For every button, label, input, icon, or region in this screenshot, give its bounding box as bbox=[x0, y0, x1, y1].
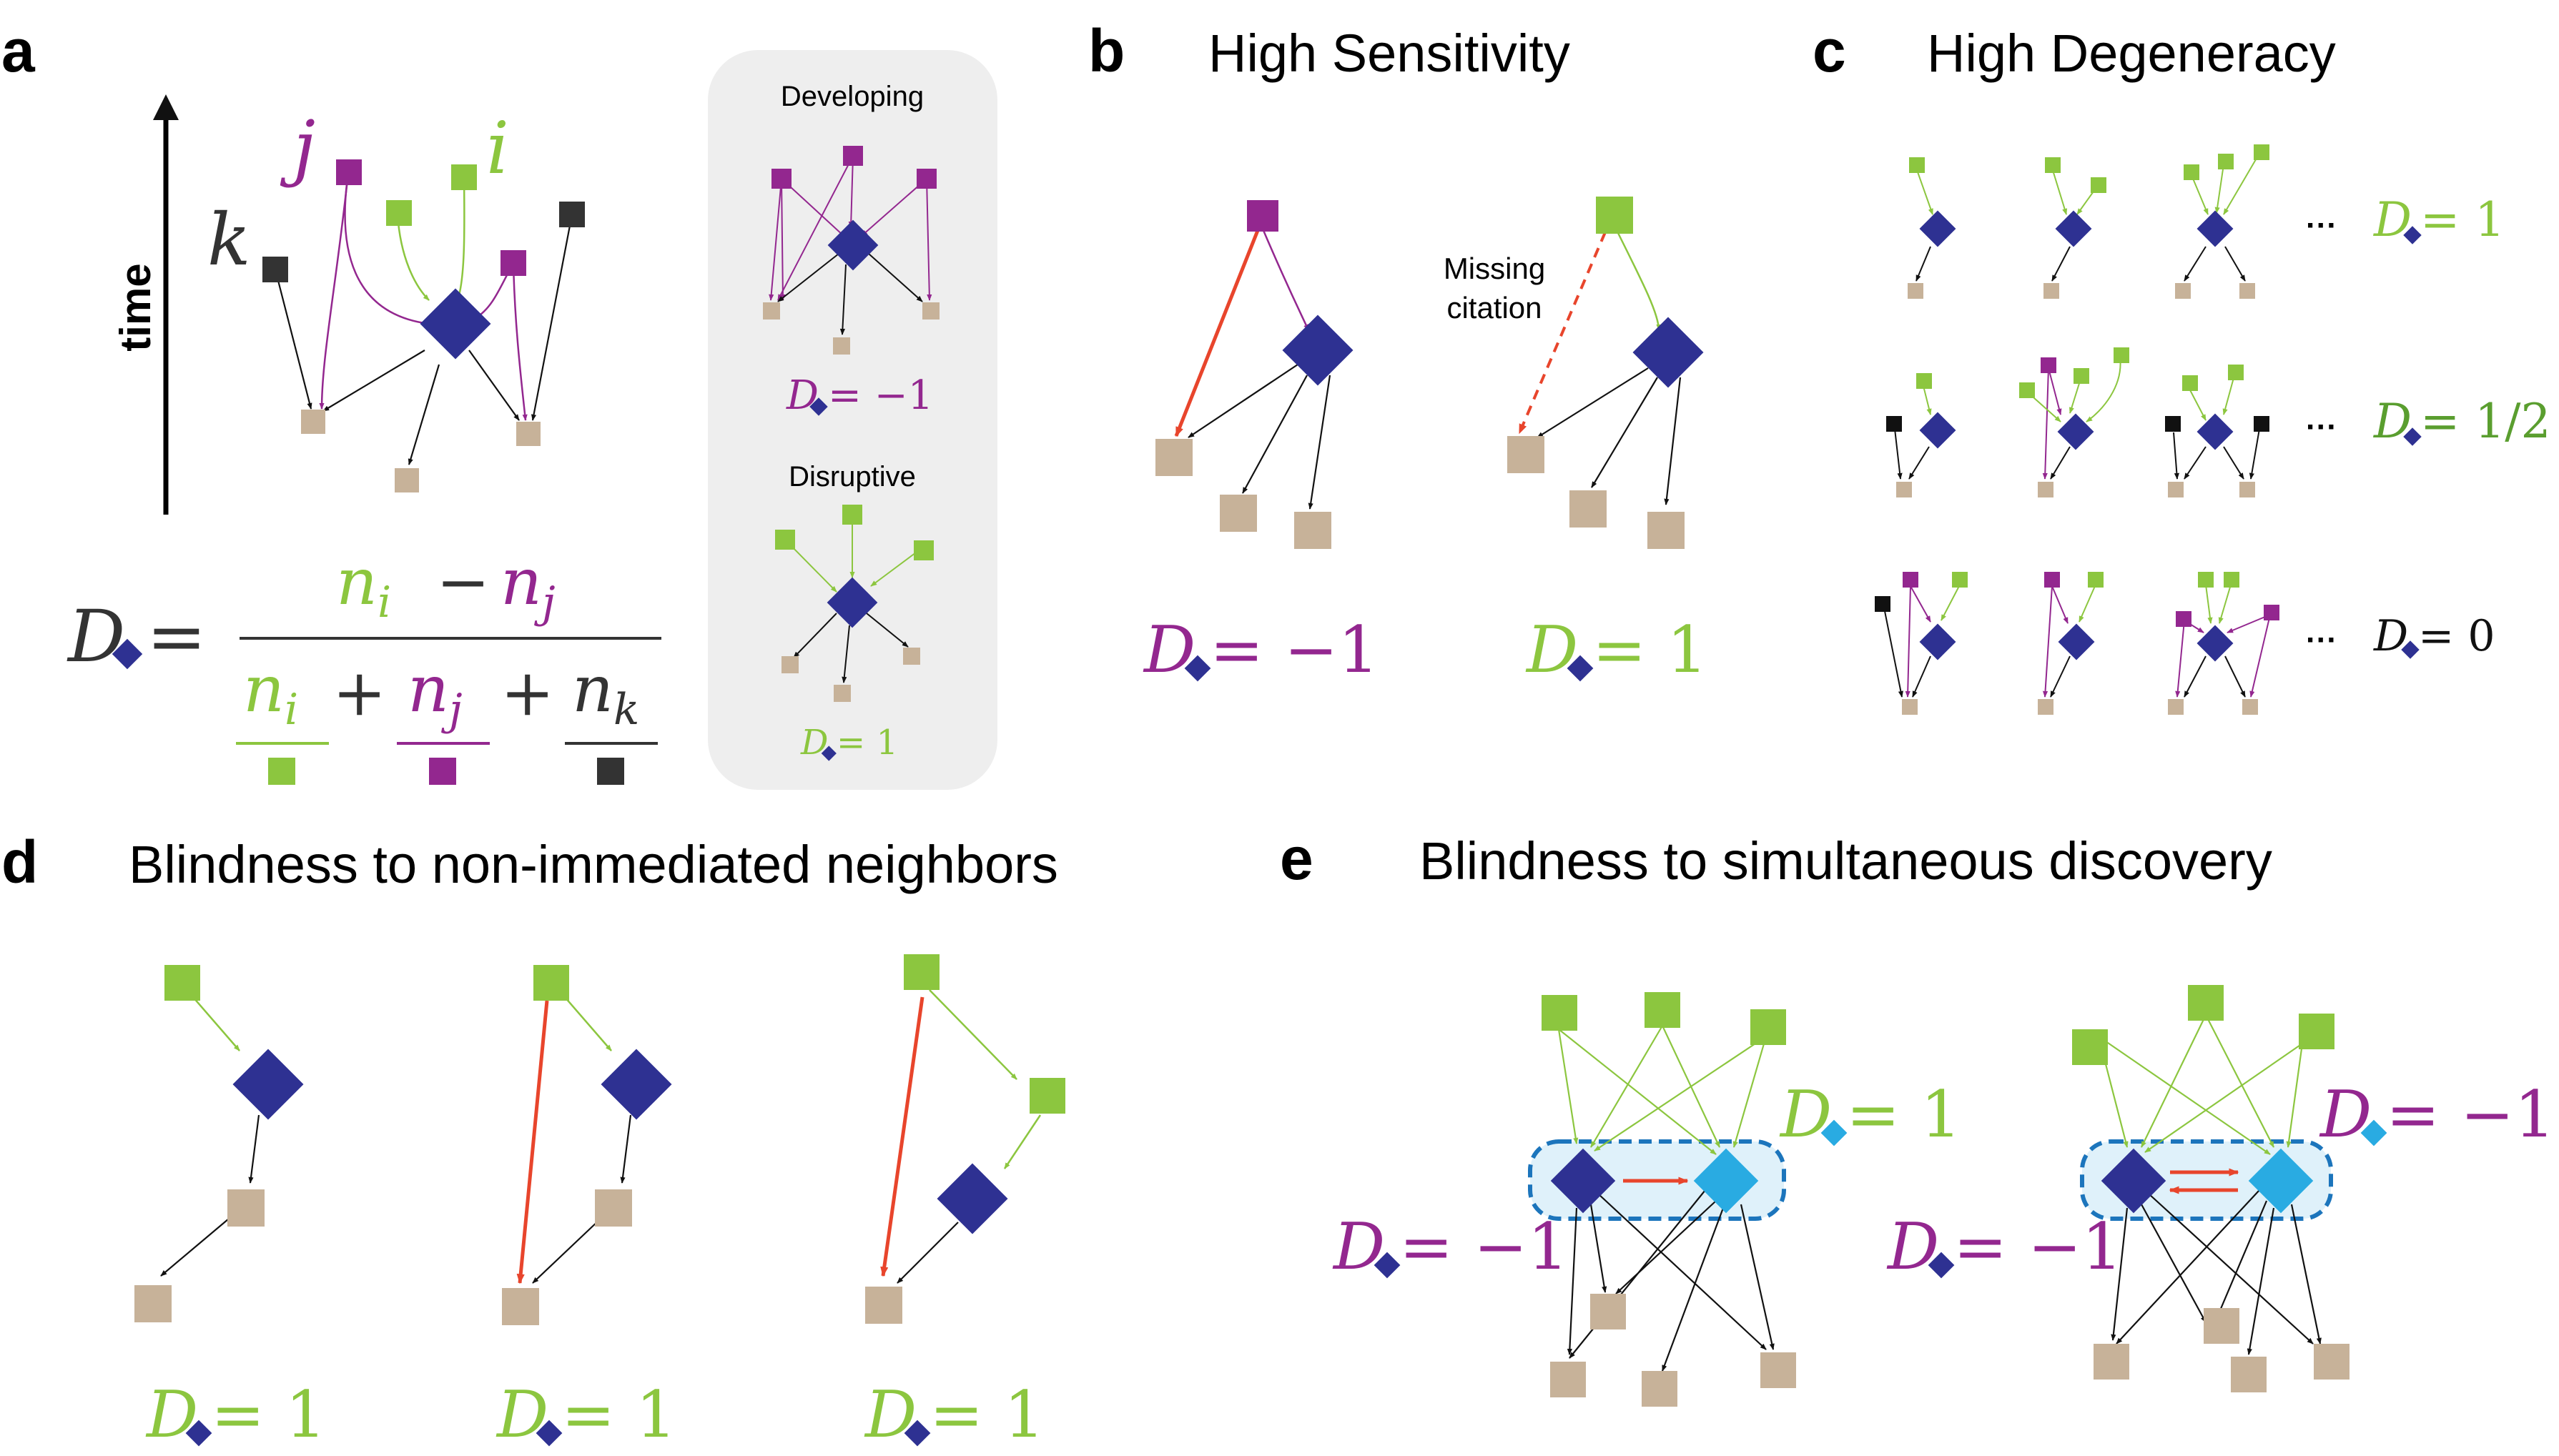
d3-d-letter: D bbox=[864, 1377, 917, 1452]
disruptive-d-letter: D bbox=[800, 723, 828, 763]
ref-node bbox=[395, 468, 419, 492]
inset-panel: Developing D bbox=[708, 50, 997, 790]
ref-node bbox=[516, 422, 541, 446]
legend-green-icon bbox=[268, 758, 295, 785]
e-left-navy-d-letter: D bbox=[1332, 1209, 1385, 1284]
inset-developing-title: Developing bbox=[781, 81, 924, 112]
node-k bbox=[262, 257, 288, 282]
degeneracy-row-2 bbox=[1886, 347, 2269, 497]
c-row1-value: = 1 bbox=[2420, 192, 2505, 247]
panel-letter-c: c bbox=[1813, 17, 1846, 84]
e-right-cyan-d-letter: D bbox=[2319, 1077, 2372, 1152]
node-i bbox=[451, 164, 477, 190]
disruption-formula: D = ni − nj ni + nj + nk bbox=[66, 545, 661, 785]
b-left-value: = −1 bbox=[1210, 613, 1379, 688]
svg-text:+: + bbox=[332, 655, 386, 731]
simultaneous-graph-right bbox=[2072, 985, 2350, 1392]
missing-citation-label-1: Missing bbox=[1444, 252, 1545, 285]
ref-node bbox=[301, 410, 325, 434]
red-citation-edge bbox=[516, 1000, 549, 1284]
degeneracy-row-1 bbox=[1908, 144, 2269, 299]
developing-value: = −1 bbox=[828, 372, 933, 419]
panel-letter-e: e bbox=[1280, 825, 1313, 892]
non-immediate-graph-1 bbox=[134, 965, 304, 1322]
label-i: i bbox=[486, 107, 509, 190]
d3-value: = 1 bbox=[930, 1377, 1045, 1452]
inset-background bbox=[708, 50, 997, 790]
c-row2-value: = 1/2 bbox=[2420, 394, 2551, 449]
label-j: j bbox=[280, 105, 315, 189]
node-green bbox=[386, 200, 412, 226]
svg-text:nj: nj bbox=[501, 545, 556, 628]
non-immediate-graph-2 bbox=[502, 965, 672, 1325]
c-row1-ellipsis: ··· bbox=[2306, 208, 2337, 243]
sensitivity-graph-left bbox=[1155, 200, 1354, 549]
panel-letter-a: a bbox=[1, 17, 36, 84]
c-row3-value: = 0 bbox=[2418, 611, 2495, 661]
red-citation-edge bbox=[1174, 228, 1261, 437]
c-row3-d-letter: D bbox=[2373, 611, 2408, 661]
svg-text:ni: ni bbox=[336, 545, 391, 628]
focal-diamond bbox=[420, 288, 491, 360]
c-row2-ellipsis: ··· bbox=[2306, 410, 2337, 445]
node-dark bbox=[559, 202, 585, 227]
time-axis-label: time bbox=[112, 263, 159, 351]
node-j bbox=[336, 159, 362, 185]
panel-a-nodes bbox=[262, 159, 585, 492]
panel-d-title: Blindness to non-immediated neighbors bbox=[129, 835, 1058, 894]
d1-d-letter: D bbox=[145, 1377, 198, 1452]
e-left-cyan-d-letter: D bbox=[1779, 1077, 1832, 1152]
missing-citation-edge bbox=[1518, 232, 1607, 435]
non-immediate-graph-3 bbox=[865, 954, 1065, 1324]
panel-d: d Blindness to non-immediated neighbors … bbox=[1, 828, 1065, 1452]
e-right-cyan-value: = −1 bbox=[2386, 1077, 2555, 1152]
panel-b-title: High Sensitivity bbox=[1208, 24, 1570, 83]
e-right-navy-value: = −1 bbox=[1953, 1209, 2123, 1284]
e-left-cyan-value: = 1 bbox=[1846, 1077, 1961, 1152]
svg-text:ni: ni bbox=[243, 652, 298, 735]
d2-value: = 1 bbox=[561, 1377, 676, 1452]
d2-d-letter: D bbox=[495, 1377, 548, 1452]
formula-equals: = bbox=[147, 595, 207, 678]
c-row2-d-letter: D bbox=[2373, 394, 2412, 449]
svg-text:−: − bbox=[436, 545, 490, 620]
sensitivity-graph-right bbox=[1507, 197, 1704, 549]
inset-disruptive-title: Disruptive bbox=[789, 461, 916, 492]
svg-text:+: + bbox=[501, 655, 554, 731]
panel-b: b High Sensitivity D = −1 bbox=[1088, 17, 1707, 688]
c-row3-ellipsis: ··· bbox=[2306, 623, 2337, 658]
b-left-d-letter: D bbox=[1143, 613, 1195, 688]
e-left-navy-value: = −1 bbox=[1399, 1209, 1569, 1284]
b-right-d-letter: D bbox=[1525, 613, 1578, 688]
svg-text:nk: nk bbox=[572, 652, 639, 735]
panel-a: a time bbox=[1, 17, 997, 790]
panel-letter-b: b bbox=[1088, 17, 1125, 84]
legend-purple-icon bbox=[429, 758, 456, 785]
label-k: k bbox=[207, 198, 251, 282]
developing-graph bbox=[763, 146, 940, 355]
red-citation-edge bbox=[880, 996, 925, 1277]
node-purple bbox=[501, 250, 526, 276]
panel-e: e Blindness to simultaneous discovery bbox=[1280, 825, 2555, 1407]
developing-d-letter: D bbox=[786, 372, 819, 419]
degeneracy-row-3 bbox=[1875, 572, 2279, 715]
legend-dark-icon bbox=[597, 758, 624, 785]
disruptive-value: = 1 bbox=[837, 723, 898, 763]
panel-letter-d: d bbox=[1, 828, 38, 896]
panel-e-title: Blindness to simultaneous discovery bbox=[1419, 831, 2272, 891]
missing-citation-label-2: citation bbox=[1446, 291, 1542, 325]
c-row1-d-letter: D bbox=[2373, 192, 2412, 247]
svg-text:nj: nj bbox=[408, 652, 463, 735]
simultaneous-graph-left bbox=[1528, 992, 1796, 1407]
panel-c: c High Degeneracy bbox=[1813, 17, 2551, 715]
formula-lhs: D bbox=[66, 595, 125, 678]
disruptive-graph bbox=[775, 505, 934, 702]
b-right-value: = 1 bbox=[1592, 613, 1707, 688]
e-right-navy-d-letter: D bbox=[1886, 1209, 1939, 1284]
panel-c-title: High Degeneracy bbox=[1927, 24, 2336, 83]
d1-value: = 1 bbox=[211, 1377, 326, 1452]
